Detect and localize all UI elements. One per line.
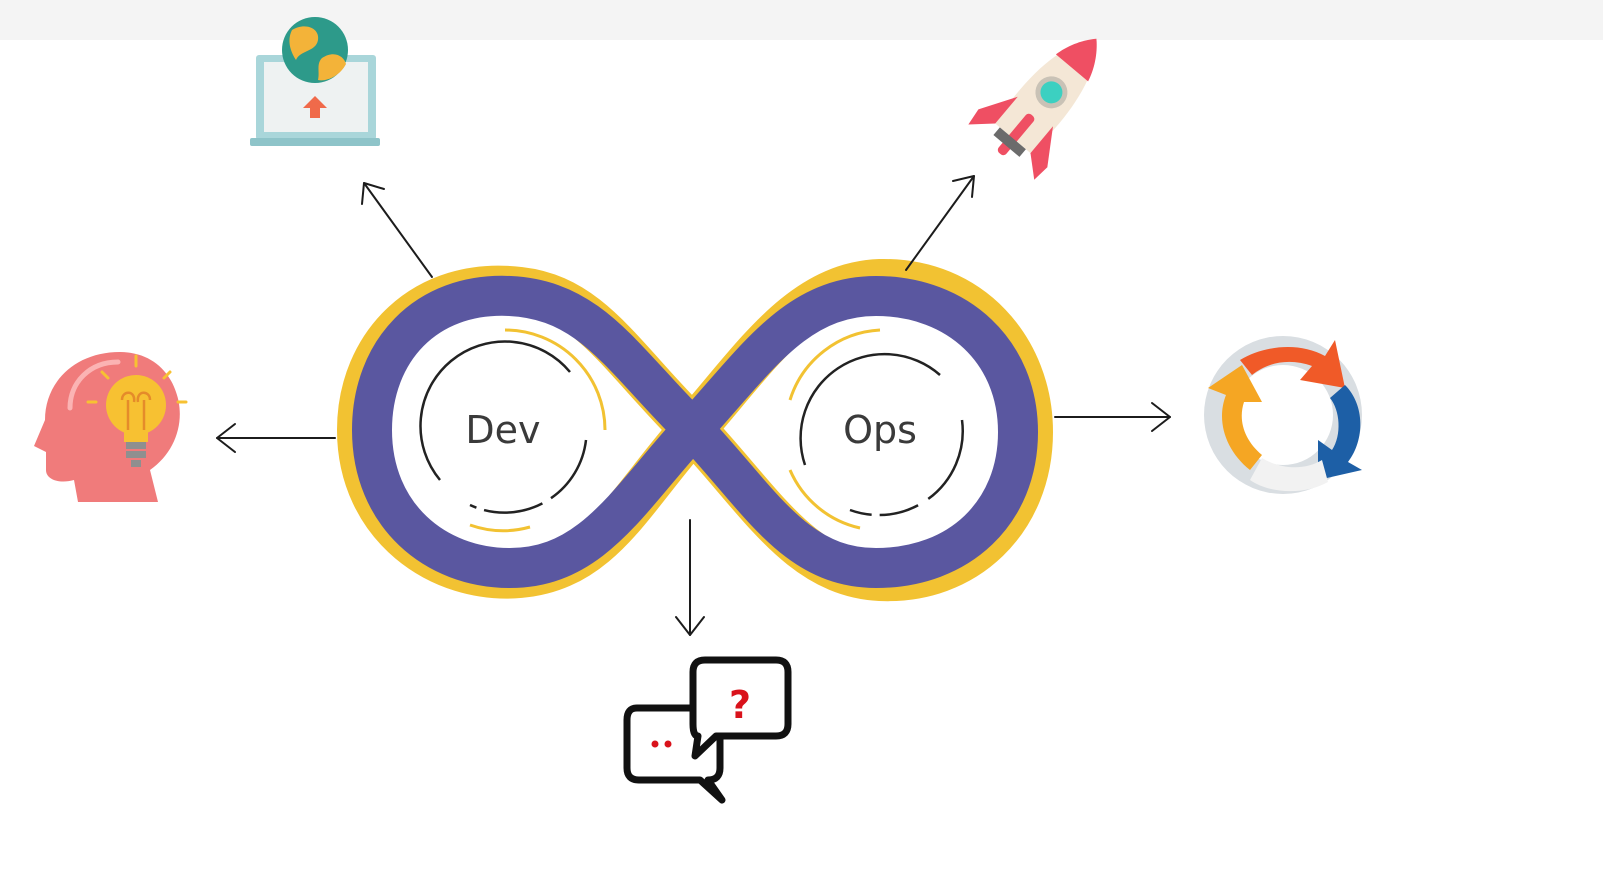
- chat-bubbles-question-icon: ?: [623, 656, 792, 804]
- ops-label: Ops: [843, 408, 917, 452]
- arrow-to-chat: [675, 519, 705, 636]
- arrow-to-laptop: [361, 182, 433, 278]
- arrow-to-rocket: [905, 175, 975, 271]
- top-shade: [0, 0, 1603, 40]
- svg-text:?: ?: [729, 683, 751, 727]
- infinity-main-band: [351, 275, 1039, 589]
- dev-label: Dev: [465, 408, 540, 452]
- laptop-globe-upload-icon: [250, 17, 380, 146]
- head-lightbulb-idea-icon: [34, 352, 188, 502]
- arrow-to-cycle: [1054, 402, 1171, 432]
- arrow-to-idea: [216, 423, 336, 453]
- dev-circle: Dev: [405, 328, 607, 533]
- rocket-icon: [968, 38, 1097, 180]
- ops-circle: Ops: [780, 328, 980, 530]
- infinity-loop: Dev Ops: [336, 258, 1054, 602]
- refresh-cycle-icon: [1204, 336, 1362, 494]
